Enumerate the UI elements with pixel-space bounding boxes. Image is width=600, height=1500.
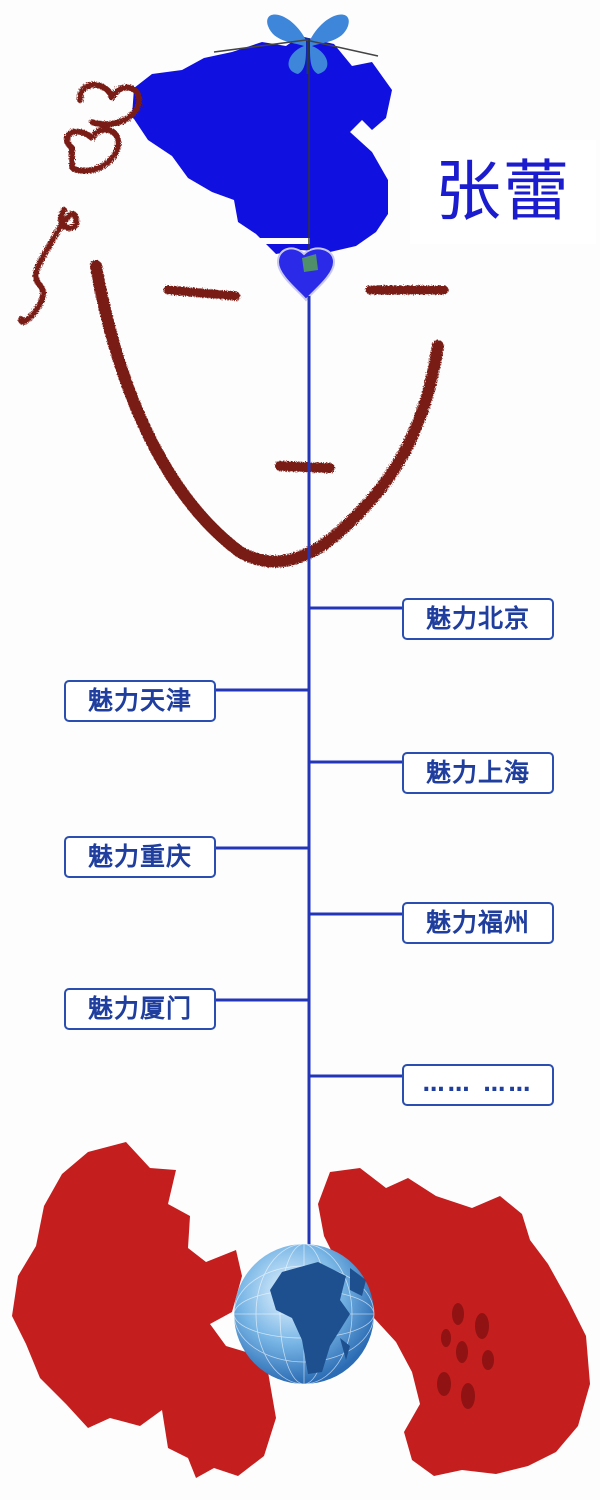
city-label-xiamen[interactable]: 魅力厦门 <box>64 988 216 1030</box>
heart-icon <box>276 247 336 302</box>
city-label-fuzhou[interactable]: 魅力福州 <box>402 902 554 944</box>
globe-icon <box>233 1243 375 1385</box>
city-label-beijing[interactable]: 魅力北京 <box>402 598 554 640</box>
left-map <box>12 1142 276 1478</box>
signature: 张蕾 <box>410 140 596 244</box>
city-label-chongqing[interactable]: 魅力重庆 <box>64 836 216 878</box>
city-label-tianjin[interactable]: 魅力天津 <box>64 680 216 722</box>
city-label-shanghai[interactable]: 魅力上海 <box>402 752 554 794</box>
city-label-more[interactable]: …… …… <box>402 1064 554 1106</box>
china-map <box>132 36 392 254</box>
butterfly-icon <box>213 14 379 75</box>
